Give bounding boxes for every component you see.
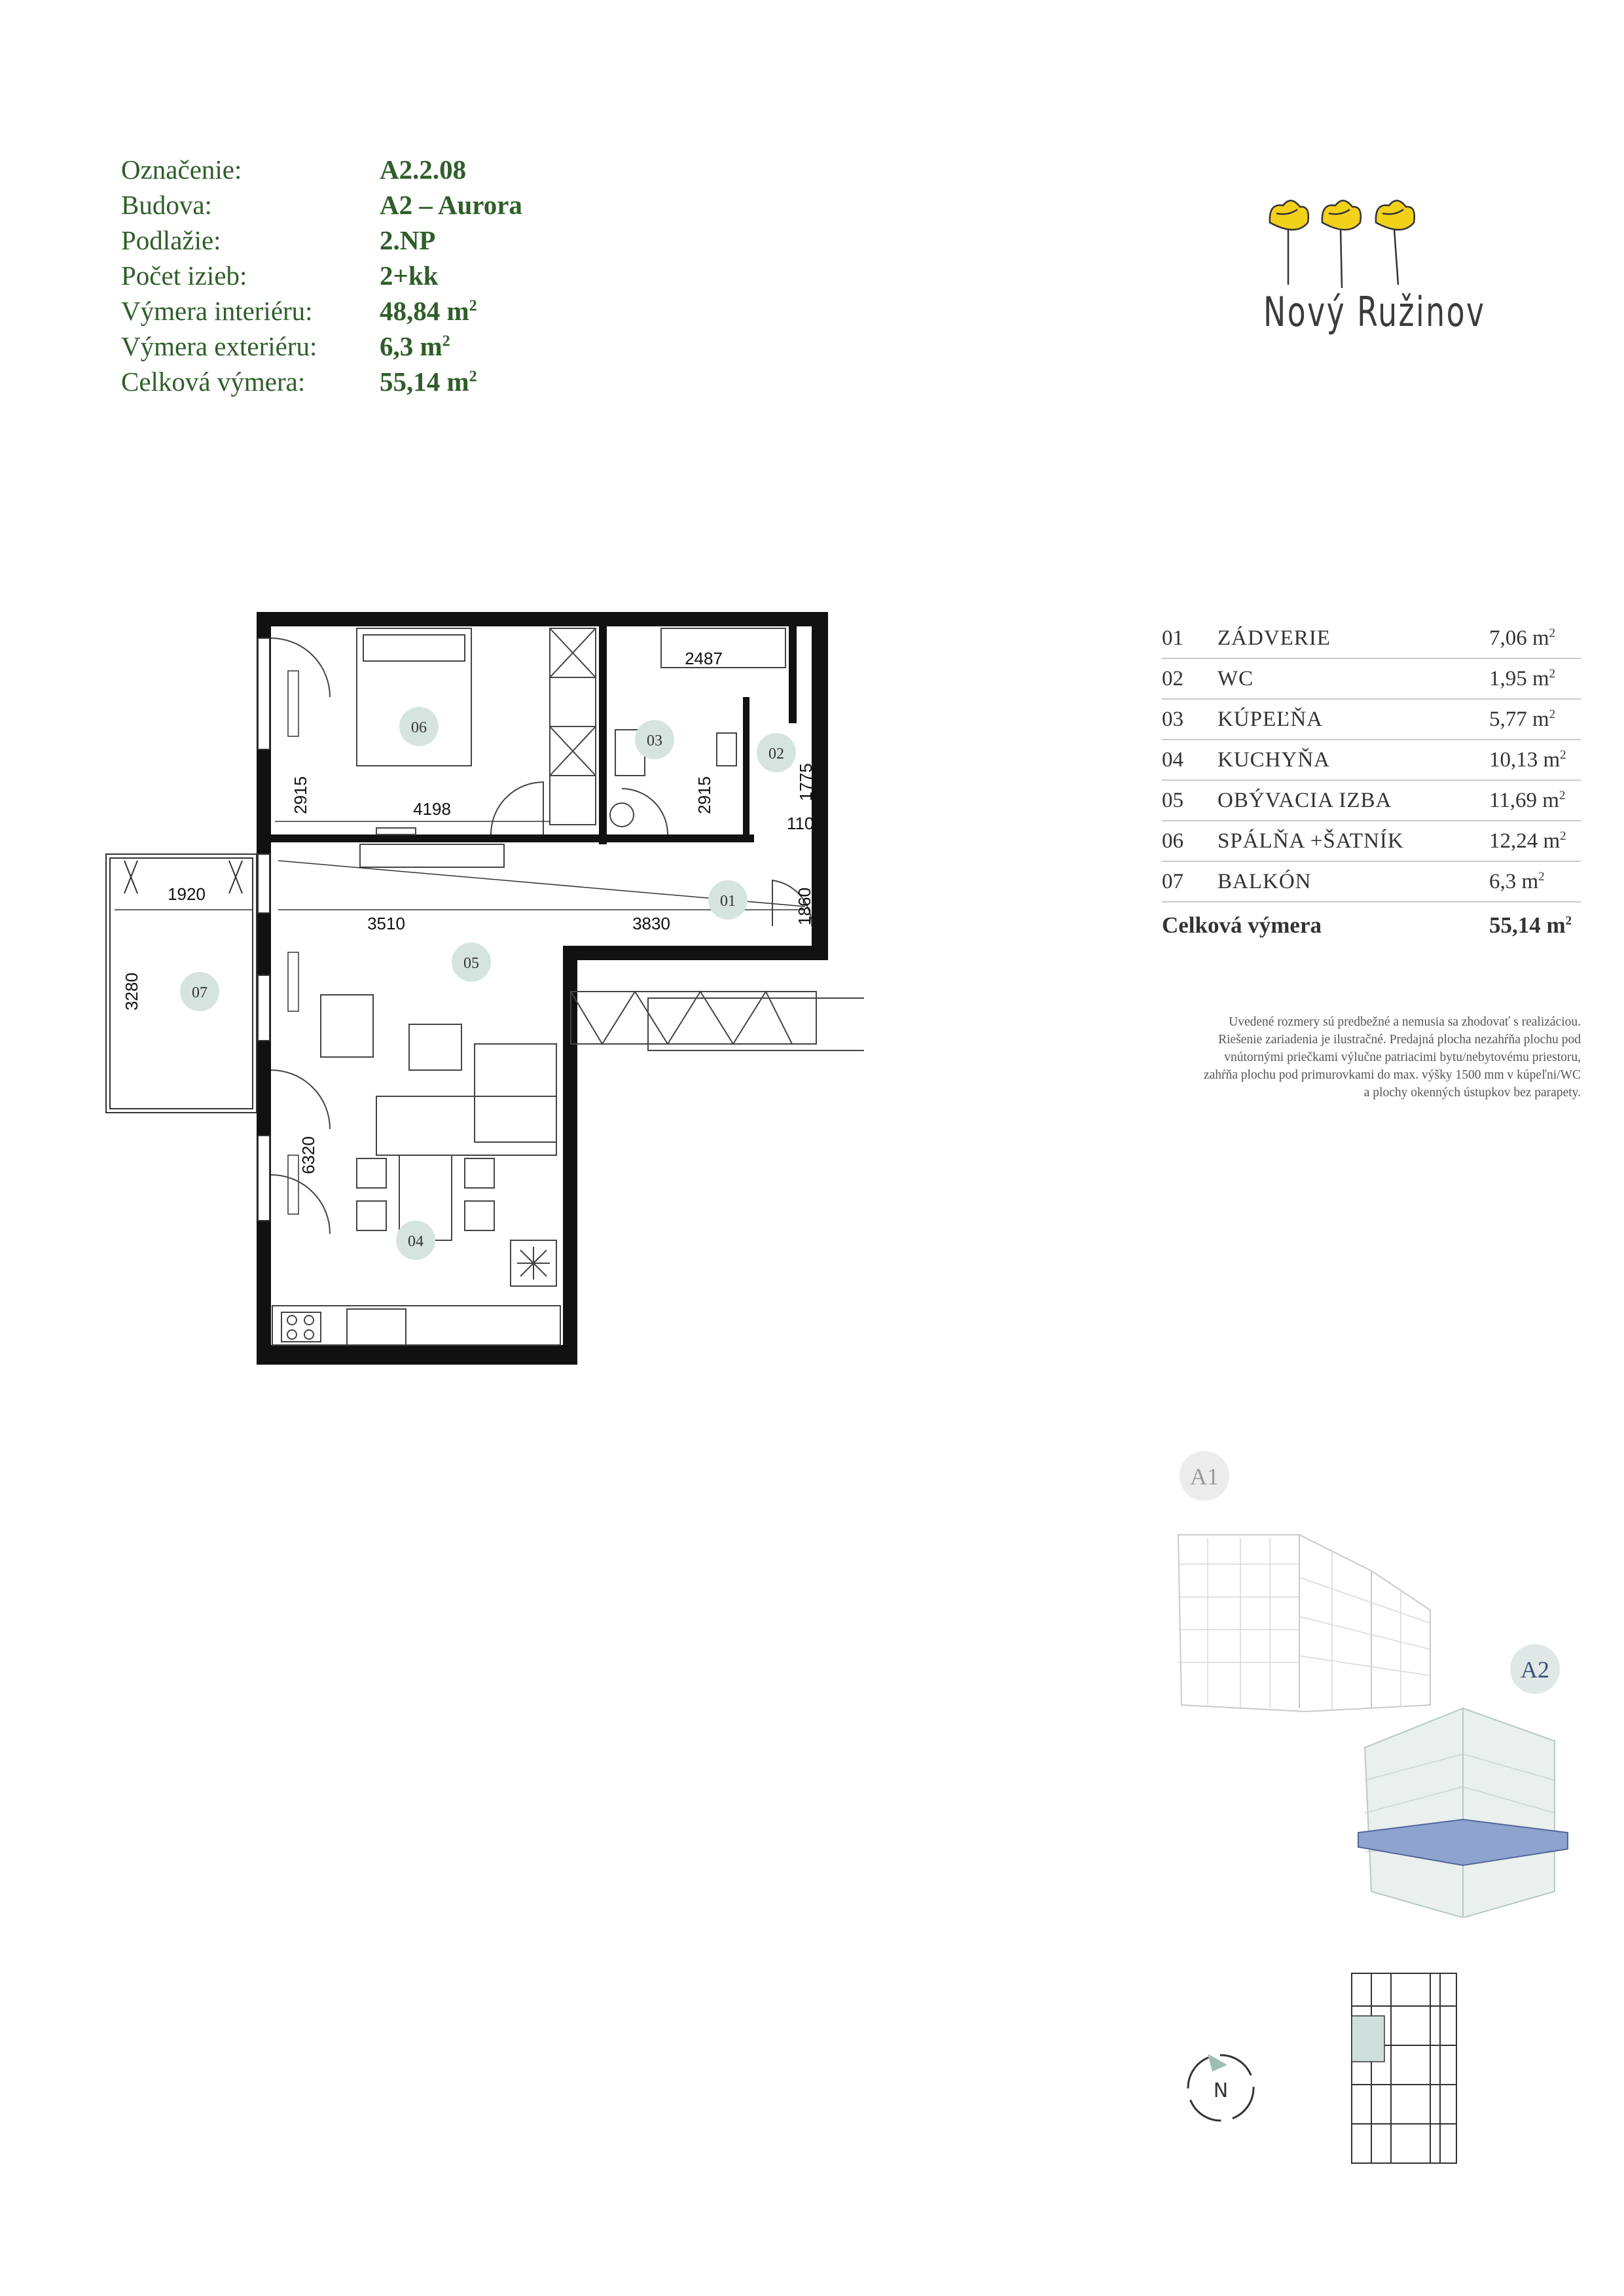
info-label: Výmera exteriéru: bbox=[121, 331, 317, 361]
building-render: A1 A2 bbox=[1177, 1451, 1568, 1918]
room-number: 05 bbox=[1162, 788, 1183, 812]
building-label-a2: A2 bbox=[1521, 1657, 1549, 1683]
info-row: Výmera exteriéru: 6,3 m2 bbox=[121, 329, 522, 364]
disclaimer-note: Uvedené rozmery sú predbežné a nemusia s… bbox=[1152, 1013, 1581, 1102]
compass-icon: N bbox=[1187, 2054, 1255, 2122]
room-label-06: 06 bbox=[411, 719, 427, 736]
info-label: Celková výmera: bbox=[121, 367, 306, 397]
room-area: 10,13 m2 bbox=[1489, 747, 1566, 772]
room-name: OBÝVACIA IZBA bbox=[1218, 788, 1392, 812]
info-value: 55,14 m2 bbox=[380, 367, 477, 397]
dim-3830: 3830 bbox=[632, 914, 670, 933]
info-label: Označenie: bbox=[121, 154, 242, 185]
info-row: Výmera interiéru: 48,84 m2 bbox=[121, 293, 522, 329]
total-area: 55,14 m2 bbox=[1489, 912, 1572, 938]
room-row: 01 ZÁDVERIE 7,06 m2 bbox=[1162, 619, 1581, 659]
room-number: 03 bbox=[1162, 707, 1183, 731]
room-number: 02 bbox=[1162, 666, 1183, 691]
dim-1920: 1920 bbox=[168, 884, 206, 904]
floor-plan: 06 03 02 01 05 07 04 4198 2487 1100 1920… bbox=[105, 612, 864, 1365]
room-label-01: 01 bbox=[720, 893, 736, 910]
room-row: 05 OBÝVACIA IZBA 11,69 m2 bbox=[1162, 781, 1581, 821]
room-name: ZÁDVERIE bbox=[1218, 626, 1331, 650]
info-value: 48,84 m2 bbox=[380, 296, 477, 326]
building-label-a1: A1 bbox=[1190, 1463, 1219, 1490]
dim-6320: 6320 bbox=[298, 1136, 318, 1174]
room-name: SPÁLŇA +ŠATNÍK bbox=[1218, 829, 1404, 853]
info-row: Podlažie: 2.NP bbox=[121, 223, 522, 258]
note-line: zahŕňa plochu pod primurovkami do max. v… bbox=[1203, 1068, 1581, 1082]
room-area: 6,3 m2 bbox=[1489, 869, 1545, 893]
compass-north: N bbox=[1214, 2079, 1228, 2102]
info-label: Výmera interiéru: bbox=[121, 296, 313, 326]
room-name: KUCHYŇA bbox=[1218, 747, 1330, 772]
note-line: vnútornými priečkami výlučne patriacimi … bbox=[1224, 1050, 1581, 1064]
room-number: 07 bbox=[1162, 869, 1183, 893]
room-number: 01 bbox=[1162, 626, 1183, 650]
dim-1775: 1775 bbox=[796, 763, 816, 801]
note-line: Riešenie zariadenia je ilustračné. Preda… bbox=[1218, 1033, 1581, 1047]
info-label: Budova: bbox=[121, 190, 212, 220]
note-line: Uvedené rozmery sú predbežné a nemusia s… bbox=[1229, 1015, 1581, 1029]
info-value: A2.2.08 bbox=[380, 154, 467, 185]
info-value: 2.NP bbox=[380, 225, 436, 255]
room-label-05: 05 bbox=[463, 955, 479, 972]
info-value: 6,3 m2 bbox=[380, 331, 450, 361]
room-name: BALKÓN bbox=[1218, 869, 1312, 893]
room-area: 12,24 m2 bbox=[1489, 829, 1566, 853]
room-label-03: 03 bbox=[647, 732, 662, 749]
room-row: 02 WC 1,95 m2 bbox=[1162, 659, 1581, 700]
dim-4198: 4198 bbox=[413, 799, 451, 819]
room-label-02: 02 bbox=[768, 745, 784, 762]
info-row: Počet izieb: 2+kk bbox=[121, 258, 522, 293]
info-row: Budova: A2 – Aurora bbox=[121, 187, 522, 223]
room-label-04: 04 bbox=[408, 1233, 424, 1250]
info-value: A2 – Aurora bbox=[380, 190, 522, 220]
room-label-07: 07 bbox=[192, 984, 208, 1001]
dim-1860: 1860 bbox=[795, 888, 814, 925]
dim-3280: 3280 bbox=[122, 973, 141, 1011]
brand-name: Nový Ružinov bbox=[1263, 288, 1486, 336]
info-label: Podlažie: bbox=[121, 225, 221, 255]
room-area: 11,69 m2 bbox=[1489, 788, 1566, 812]
info-row: Označenie: A2.2.08 bbox=[121, 152, 522, 187]
room-row: 06 SPÁLŇA +ŠATNÍK 12,24 m2 bbox=[1162, 821, 1581, 862]
room-area: 5,77 m2 bbox=[1489, 707, 1556, 731]
dim-3510: 3510 bbox=[367, 914, 405, 933]
room-row: 07 BALKÓN 6,3 m2 bbox=[1162, 862, 1581, 903]
room-number: 04 bbox=[1162, 747, 1183, 772]
room-name: WC bbox=[1218, 666, 1254, 691]
dim-2915-bath: 2915 bbox=[695, 776, 714, 814]
info-label: Počet izieb: bbox=[121, 260, 247, 291]
room-table: 01 ZÁDVERIE 7,06 m2 02 WC 1,95 m2 03 KÚPEĽŇA 5,7… bbox=[1162, 619, 1581, 948]
dim-2915-bedroom: 2915 bbox=[291, 776, 310, 814]
info-row: Celková výmera: 55,14 m2 bbox=[121, 364, 522, 399]
room-area: 7,06 m2 bbox=[1489, 626, 1556, 650]
room-name: KÚPEĽŇA bbox=[1218, 707, 1323, 731]
dim-2487: 2487 bbox=[685, 649, 723, 668]
dim-1100: 1100 bbox=[787, 814, 823, 833]
room-number: 06 bbox=[1162, 829, 1183, 853]
room-area: 1,95 m2 bbox=[1489, 666, 1556, 691]
room-row: 03 KÚPEĽŇA 5,77 m2 bbox=[1162, 700, 1581, 740]
room-row: 04 KUCHYŇA 10,13 m2 bbox=[1162, 740, 1581, 781]
room-bubbles bbox=[180, 707, 796, 1260]
total-label: Celková výmera bbox=[1162, 912, 1322, 938]
total-row: Celková výmera 55,14 m2 bbox=[1162, 903, 1581, 948]
site-plan bbox=[1351, 1973, 1457, 2164]
logo-tulips-icon bbox=[1269, 200, 1415, 289]
note-line: a plochy okenných ústupkov bez parapety. bbox=[1363, 1086, 1581, 1100]
info-value: 2+kk bbox=[380, 260, 439, 291]
